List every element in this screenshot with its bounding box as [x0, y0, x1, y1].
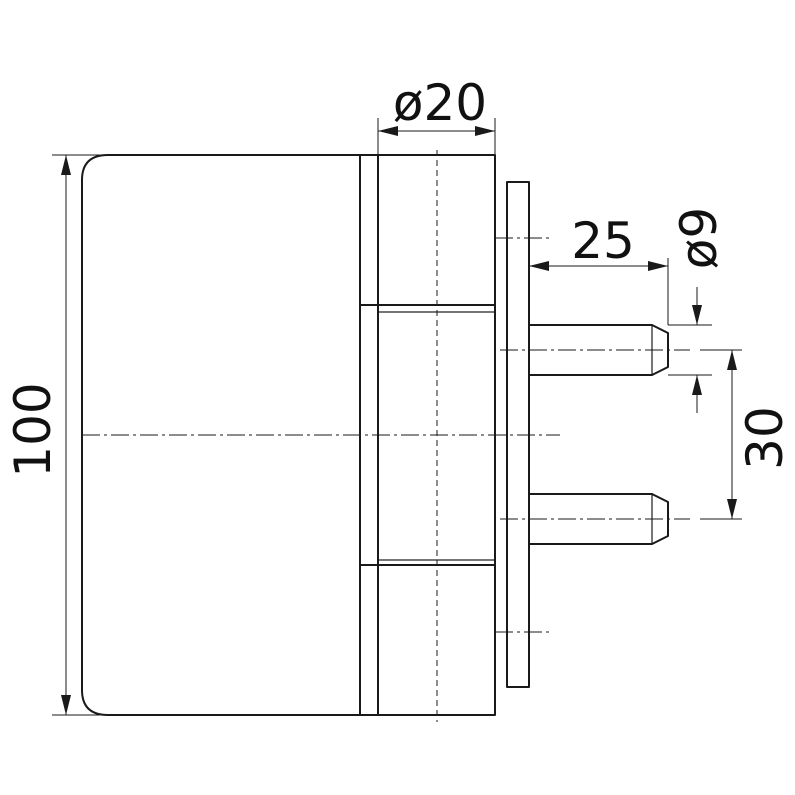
- dim-100-arrow-top: [61, 155, 71, 175]
- dim-30-arrow-bottom: [727, 499, 737, 519]
- dim-25-arrow-left: [529, 261, 549, 271]
- dim-d20-arrow-right: [475, 126, 495, 136]
- dim-30-arrow-top: [727, 350, 737, 370]
- dim-30-label: 30: [736, 406, 794, 470]
- dim-25-label: 25: [571, 212, 635, 270]
- dim-d9-label: ø9: [670, 207, 728, 269]
- hinge-leaf-body: [81, 154, 361, 716]
- dim-100-label: 100: [4, 382, 62, 477]
- dim-d9-arrow-bottom: [692, 375, 702, 395]
- dim-25-arrow-right: [648, 261, 668, 271]
- dim-d20-label: ø20: [393, 74, 487, 132]
- dim-d20-arrow-left: [378, 126, 398, 136]
- dim-100-arrow-bottom: [61, 695, 71, 715]
- dim-d9-arrow-top: [692, 305, 702, 325]
